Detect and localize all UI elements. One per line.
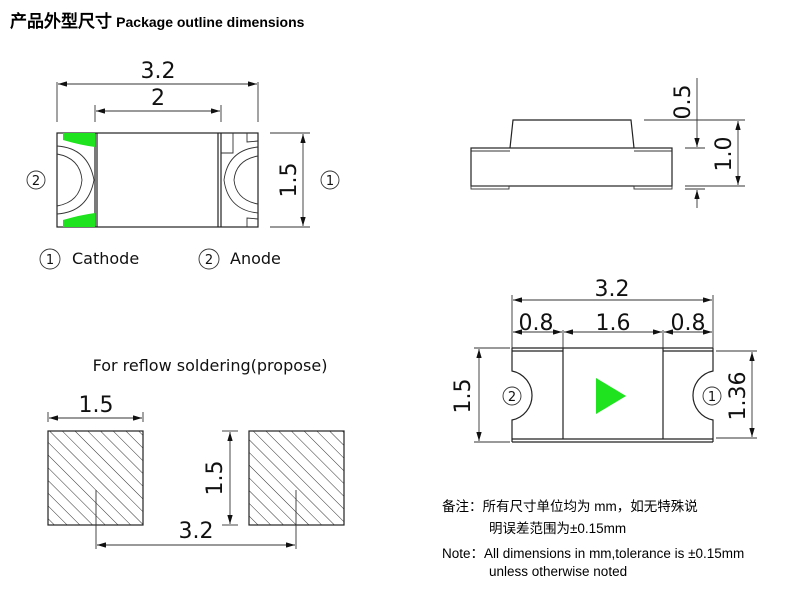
dim-pad-height-label: 1.36 — [726, 372, 751, 421]
page-title: 产品外型尺寸 Package outline dimensions — [10, 7, 304, 32]
notes-block: 备注：所有尺寸单位均为 mm，如无特殊说 明误差范围为±0.15mm Note：… — [442, 496, 744, 583]
solder-pad-left — [47, 430, 144, 526]
side-view: 0.5 1.0 — [470, 78, 745, 208]
note-en-line2: unless otherwise noted — [489, 564, 628, 579]
pin-right-label: 1 — [326, 174, 334, 189]
dim-lens-height-label: 0.5 — [671, 85, 696, 120]
pin-circle — [320, 170, 340, 190]
pin-left-label: 2 — [32, 174, 40, 189]
pad-right — [692, 348, 714, 442]
title-english: Package outline dimensions — [116, 14, 305, 30]
reflow-title: For reflow soldering(propose) — [93, 356, 328, 375]
dim-lens-label: 2 — [151, 86, 165, 111]
svg-text:1: 1 — [46, 253, 54, 268]
title-chinese: 产品外型尺寸 — [10, 12, 112, 31]
polarity-mark-bottom — [63, 213, 95, 227]
bottom-view: 3.2 0.8 1.6 0.8 2 1 1.5 1 — [451, 277, 757, 443]
note-cn-line1: 备注：所有尺寸单位均为 mm，如无特殊说 — [442, 499, 698, 514]
dim-body-height-label: 1.0 — [712, 137, 737, 172]
body-profile — [470, 147, 673, 187]
note-en-line1: Note：All dimensions in mm,tolerance is ±… — [442, 546, 745, 561]
dim-length-label: 3.2 — [141, 59, 176, 84]
pin-legend: 1 Cathode 2 Anode — [39, 248, 281, 270]
legend-anode: Anode — [230, 249, 281, 268]
pin-circle — [26, 170, 46, 190]
dim-pad-width-label: 1.5 — [79, 393, 114, 418]
dim-pad-height-label: 1.5 — [203, 461, 228, 496]
dim-width-label: 1.5 — [451, 379, 476, 414]
reflow-land-pattern: For reflow soldering(propose) 1.5 1.5 3.… — [47, 356, 345, 549]
top-view: 3.2 2 1.5 2 1 — [26, 59, 340, 228]
legend-cathode: Cathode — [72, 249, 139, 268]
pin-left-label: 2 — [508, 390, 516, 405]
svg-text:2: 2 — [205, 253, 213, 268]
terminal-arc-inner — [56, 153, 83, 207]
dim-pitch-label: 3.2 — [179, 519, 214, 544]
solder-pad-right — [248, 430, 345, 526]
terminal-arc — [56, 145, 95, 215]
pin-right-label: 1 — [708, 390, 716, 405]
package-body — [56, 132, 259, 228]
polarity-mark-top — [63, 133, 95, 147]
lens-profile — [509, 119, 635, 149]
dim-pad-left-label: 0.8 — [519, 311, 554, 336]
dim-width-label: 1.5 — [277, 163, 302, 198]
polarity-arrow-icon — [596, 378, 626, 414]
terminal-arc-right — [223, 146, 259, 214]
dim-length-label: 3.2 — [595, 277, 630, 302]
dim-pad-right-label: 0.8 — [671, 311, 706, 336]
dim-center-label: 1.6 — [596, 311, 631, 336]
note-cn-line2: 明误差范围为±0.15mm — [489, 521, 627, 536]
pad-left — [511, 348, 533, 442]
